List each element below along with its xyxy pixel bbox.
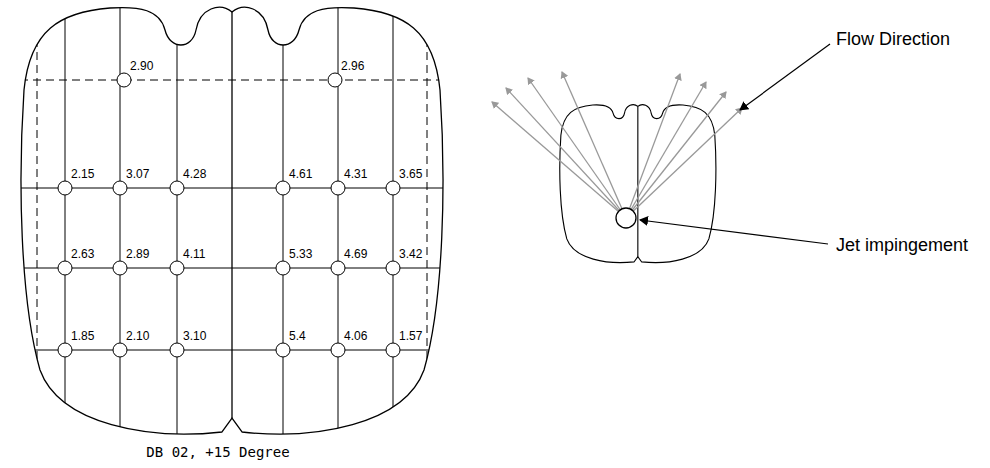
measurement-point — [117, 73, 131, 87]
measurement-point — [58, 181, 72, 195]
measurement-value: 4.28 — [182, 168, 207, 181]
leader-line — [740, 44, 830, 110]
measurement-value: 4.69 — [343, 248, 368, 261]
measurement-point — [276, 181, 290, 195]
measurement-point — [386, 181, 400, 195]
measurement-point — [276, 261, 290, 275]
measurement-value: 4.11 — [182, 248, 206, 261]
measurement-point — [276, 343, 290, 357]
measurement-value: 2.10 — [125, 330, 150, 343]
small-outline — [560, 105, 716, 263]
measurement-value: 3.10 — [182, 330, 207, 343]
measurement-value: 1.57 — [398, 330, 423, 343]
measurement-value: 4.31 — [343, 168, 368, 181]
measurement-point — [58, 343, 72, 357]
measurement-value: 4.06 — [343, 330, 368, 343]
measurement-point — [170, 343, 184, 357]
measurement-point — [113, 261, 127, 275]
measurement-value: 2.96 — [340, 60, 365, 73]
measurement-point — [113, 181, 127, 195]
measurement-point — [331, 343, 345, 357]
jet-impingement-circle — [616, 208, 636, 228]
figure-caption: DB 02, +15 Degree — [146, 445, 289, 460]
callout-label: Flow Direction — [836, 30, 950, 50]
center-line — [231, 12, 232, 418]
measurement-value: 2.63 — [70, 248, 95, 261]
leader-line — [640, 220, 828, 244]
measurement-value: 3.42 — [398, 248, 423, 261]
measurement-value: 2.15 — [70, 168, 95, 181]
measurement-point — [328, 73, 342, 87]
measurement-points — [58, 73, 400, 357]
measurement-point — [331, 181, 345, 195]
measurement-value: 3.65 — [398, 168, 423, 181]
measurement-value: 5.4 — [288, 330, 307, 343]
callout-label: Jet impingement — [836, 236, 968, 256]
measurement-point — [386, 261, 400, 275]
grid-lines — [20, 0, 446, 468]
measurement-point — [170, 181, 184, 195]
measurement-value: 2.89 — [125, 248, 150, 261]
measurement-value: 1.85 — [70, 330, 95, 343]
measurement-value: 3.07 — [125, 168, 150, 181]
measurement-point — [331, 261, 345, 275]
part-outline — [21, 7, 443, 434]
flow-arrows — [492, 72, 742, 218]
measurement-point — [170, 261, 184, 275]
measurement-value: 5.33 — [288, 248, 313, 261]
measurement-point — [386, 343, 400, 357]
measurement-value: 2.90 — [129, 60, 154, 73]
measurement-value: 4.61 — [288, 168, 313, 181]
measurement-point — [58, 261, 72, 275]
measurement-point — [113, 343, 127, 357]
